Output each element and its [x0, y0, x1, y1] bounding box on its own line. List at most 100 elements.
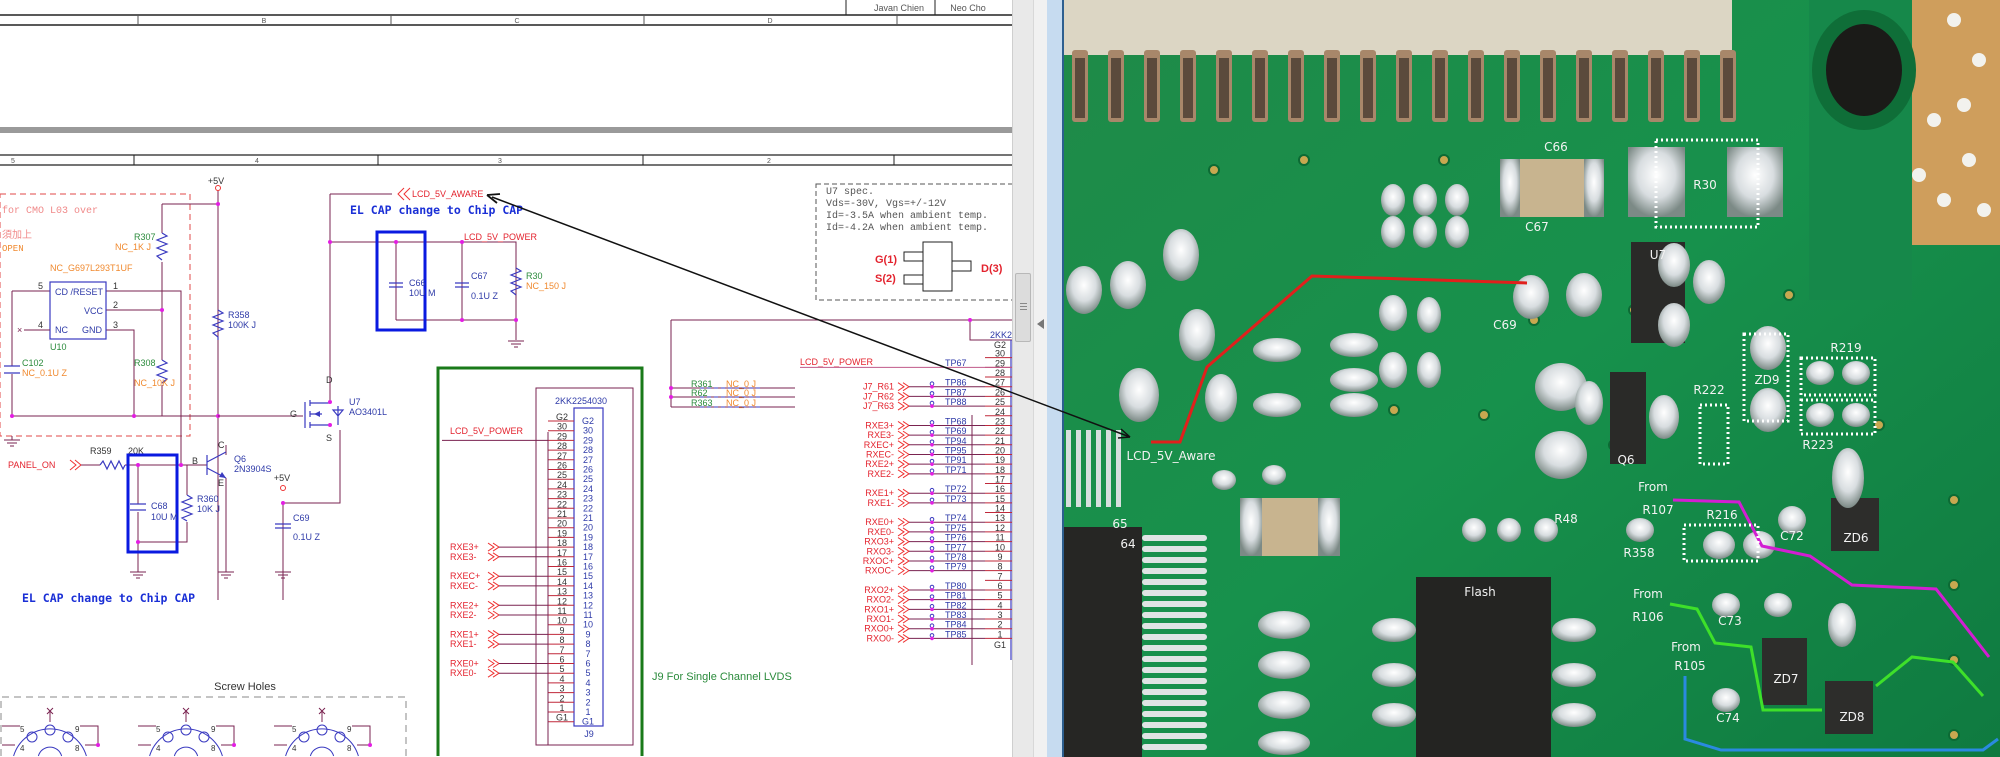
connector-pin-shadow [1219, 58, 1229, 118]
scrollbar-thumb[interactable] [1015, 273, 1031, 342]
screw-pin-number: 5 [156, 725, 161, 734]
j9-pin-label: 25 [583, 474, 593, 484]
solder-pad [1330, 393, 1378, 417]
schematic-vertical-scrollbar[interactable] [1012, 0, 1033, 757]
j9-pin-number: 13 [557, 587, 567, 597]
r363-value: NC_0 J [726, 398, 756, 408]
r106-trace [1669, 602, 1822, 712]
solder-pad [1205, 374, 1237, 422]
j9-pin-label: 19 [583, 532, 593, 542]
screw-hole-center [173, 746, 199, 757]
j7-pin-number: 22 [995, 426, 1005, 436]
q6-driver: PANEL_ON R359 20K B C E Q6 2N3904S C68 1… [8, 440, 321, 605]
u7-source-label: S [326, 433, 332, 443]
connector-pin-shadow [1615, 58, 1625, 118]
r358-value: 100K J [228, 320, 256, 330]
u10-pin-number: 2 [113, 300, 118, 310]
ic-pin [1142, 667, 1207, 673]
j9-pin-label: 3 [585, 688, 590, 698]
j9-pin-number: G2 [556, 412, 568, 422]
solder-pad [1743, 531, 1775, 559]
offpage-connector-icon [897, 498, 910, 508]
photo-label-c74: C74 [1716, 711, 1740, 725]
j7-signal-label: RXE2- [867, 469, 894, 479]
offpage-connector-icon [897, 391, 910, 401]
solder-pad [1535, 363, 1587, 411]
via [1438, 154, 1450, 166]
solder-pad [1262, 465, 1286, 485]
j9-pin-number: 28 [557, 441, 567, 451]
j9-pin-label: 12 [583, 600, 593, 610]
solder-pad [1575, 381, 1603, 425]
offpage-connector-icon [897, 527, 910, 537]
u10-pin-cdreset: CD /RESET [55, 287, 104, 297]
j7-signal-label: RXO0- [866, 633, 894, 643]
solder-pad [1750, 388, 1786, 432]
solder-pad [1750, 326, 1786, 370]
q6-chip [1610, 372, 1646, 464]
j9-pin-label: G2 [582, 416, 594, 426]
connector-pin-shadow [1651, 58, 1661, 118]
solder-pad [1552, 663, 1596, 687]
junction-dot [930, 491, 934, 496]
j7-pin-number: 12 [995, 523, 1005, 533]
connector-pin-shadow [1327, 58, 1337, 118]
schematic-viewer[interactable]: Javan Chien Neo Cho B C D 5 4 3 2 for CM… [0, 0, 1012, 757]
solder-pad [1379, 352, 1407, 388]
ic-pin [1142, 689, 1207, 695]
el-cap-note-top: EL CAP change to Chip CAP [350, 203, 523, 217]
connector-pin-shadow [1471, 58, 1481, 118]
ic-pin [1142, 678, 1207, 684]
photo-label-from-r106: From [1633, 587, 1663, 601]
solder-pad [1806, 403, 1834, 427]
offpage-connector-icon [897, 382, 910, 392]
panel-on-net: PANEL_ON [8, 460, 55, 470]
j7-pin-number: 6 [997, 581, 1002, 591]
j7-pin-number: 1 [997, 629, 1002, 639]
pane-splitter[interactable] [1033, 0, 1047, 757]
j7-pin-number: 15 [995, 494, 1005, 504]
collapse-left-arrow-icon[interactable] [1037, 319, 1044, 329]
j7-testpoint-label: TP83 [945, 610, 967, 620]
solder-pad [1445, 216, 1469, 248]
row-number-4: 4 [255, 158, 259, 165]
junction-dot [930, 607, 934, 612]
u10-pin-nc: NC [55, 325, 68, 335]
r360-ref: R360 [197, 494, 219, 504]
photo-label-zd6: ZD6 [1843, 531, 1868, 545]
j9-pin-label: 24 [583, 484, 593, 494]
j9-pin-number: 27 [557, 451, 567, 461]
vcc-5v-label: +5V [208, 176, 224, 186]
j7-signal-label: RXOC- [865, 566, 894, 576]
spec-gate-pin: G(1) [875, 254, 897, 266]
offpage-connector-icon [897, 595, 910, 605]
connector-pin-shadow [1363, 58, 1373, 118]
u7-gate-label: G [290, 409, 297, 419]
j9-pin-number: 23 [557, 490, 567, 500]
ic-pin [1096, 430, 1101, 507]
j7-testpoint-label: TP87 [945, 387, 967, 397]
j7-pin-number: 5 [997, 591, 1002, 601]
j9-signal-label: RXE3+ [450, 542, 479, 552]
j9-pin-number: 14 [557, 577, 567, 587]
screw-pin-number: 4 [156, 744, 161, 753]
solder-pad [1552, 618, 1596, 642]
j7-testpoint-label: TP77 [945, 542, 967, 552]
title-name-1: Javan Chien [874, 3, 924, 13]
u7-power-switch: G D S U7 AO3401L LCD_5V_AWARE EL CAP cha… [218, 187, 566, 600]
c67-value: 0.1U Z [471, 291, 499, 301]
j9-power-net: LCD_5V_POWER [450, 426, 524, 436]
screw-hole-ring [13, 728, 87, 757]
offpage-connector-icon [487, 639, 500, 649]
solder-pad [1658, 303, 1690, 347]
photo-label-c69: C69 [1493, 318, 1517, 332]
r307-ref: R307 [134, 232, 156, 242]
j9-pin-number: 19 [557, 528, 567, 538]
photo-label-r106: R106 [1632, 610, 1663, 624]
pcb-photo-canvas: C66 R30 C67 U7 C69 R219 ZD9 R222 R223 LC… [1064, 0, 2000, 757]
j7-signal-label: J7_R61 [863, 382, 894, 392]
col-letter-b: B [262, 18, 267, 25]
solder-pad [1658, 243, 1690, 287]
j9-pin-number: 2 [559, 693, 564, 703]
